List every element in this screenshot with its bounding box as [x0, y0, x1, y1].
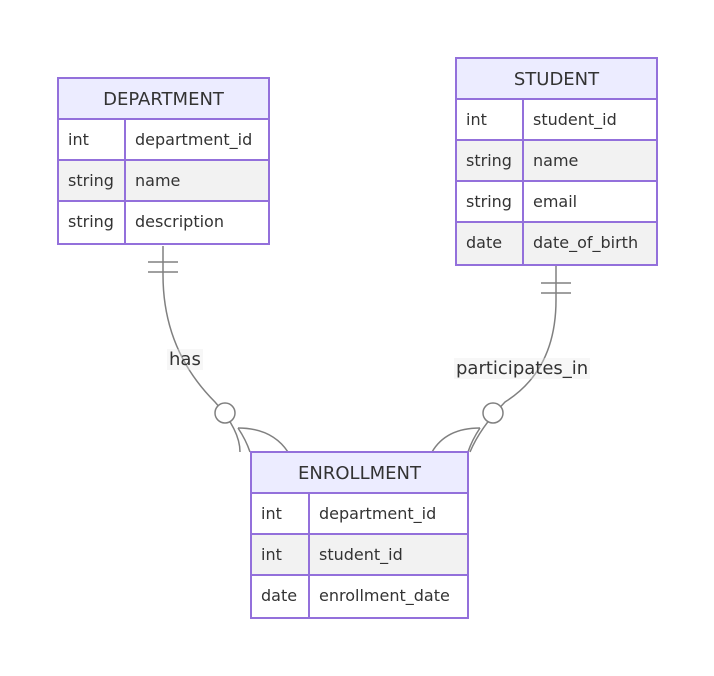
attribute-name: description: [135, 212, 224, 231]
attribute-type: int: [252, 535, 310, 574]
attribute-type: string: [59, 202, 126, 243]
department-entity[interactable]: DEPARTMENT int department_id string name…: [57, 77, 270, 245]
attribute-type: string: [457, 141, 524, 180]
attribute-name: enrollment_date: [319, 586, 450, 605]
participates-in-relationship-line: [469, 266, 557, 453]
attribute-type: string: [59, 161, 126, 200]
attribute-row: int department_id: [252, 494, 467, 535]
student-entity[interactable]: STUDENT int student_id string name strin…: [455, 57, 658, 266]
attribute-row: string email: [457, 182, 656, 223]
attribute-row: int department_id: [59, 120, 268, 161]
participates-in-crowfoot-right: [467, 427, 481, 453]
attribute-type: int: [59, 120, 126, 159]
has-crowfoot-left: [237, 427, 251, 453]
has-crowfoot-right: [237, 427, 289, 453]
participates-in-zero-marker: [482, 402, 504, 424]
enrollment-entity[interactable]: ENROLLMENT int department_id int student…: [250, 451, 469, 619]
attribute-name: department_id: [319, 504, 437, 523]
attribute-row: int student_id: [252, 535, 467, 576]
attribute-row: date date_of_birth: [457, 223, 656, 264]
entity-title: STUDENT: [457, 59, 656, 100]
attribute-type: date: [252, 576, 310, 617]
attribute-name: student_id: [319, 545, 403, 564]
participates-in-crowfoot-left: [431, 427, 481, 453]
participates-in-relationship-label: participates_in: [454, 358, 591, 379]
attribute-row: int student_id: [457, 100, 656, 141]
has-relationship-line: [162, 246, 241, 453]
attribute-row: string name: [457, 141, 656, 182]
attribute-name: date_of_birth: [533, 233, 639, 252]
attribute-row: string name: [59, 161, 268, 202]
has-zero-marker: [214, 402, 236, 424]
attribute-name: name: [533, 151, 579, 170]
entity-title: ENROLLMENT: [252, 453, 467, 494]
attribute-type: date: [457, 223, 524, 264]
has-relationship-label: has: [167, 349, 203, 370]
entity-title: DEPARTMENT: [59, 79, 268, 120]
attribute-name: email: [533, 192, 578, 211]
attribute-row: string description: [59, 202, 268, 243]
attribute-row: date enrollment_date: [252, 576, 467, 617]
attribute-name: student_id: [533, 110, 617, 129]
attribute-type: string: [457, 182, 524, 221]
attribute-name: department_id: [135, 130, 253, 149]
attribute-name: name: [135, 171, 181, 190]
attribute-type: int: [457, 100, 524, 139]
attribute-type: int: [252, 494, 310, 533]
